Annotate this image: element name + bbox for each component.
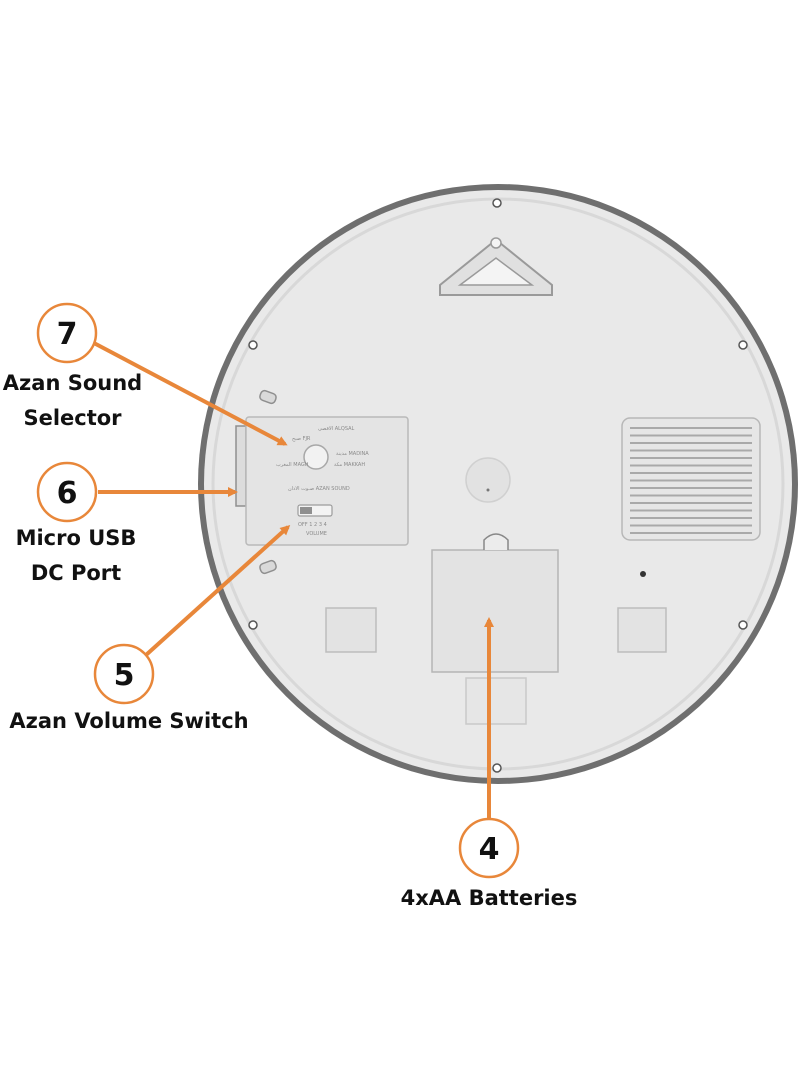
movement-mount — [465, 457, 511, 503]
volume-switch-thumb[interactable] — [300, 507, 312, 514]
callout-label-6: Micro USB DC Port — [0, 521, 152, 591]
azan-sound-label: صـوت الاذان AZAN SOUND — [288, 486, 350, 492]
volume-scale: OFF 1 2 3 4 — [298, 522, 327, 528]
callout-label-7: Azan Sound Selector — [0, 366, 145, 436]
callout-label-4: 4xAA Batteries — [389, 881, 589, 916]
battery-cover-latch[interactable] — [483, 533, 509, 550]
callout-label-6-line-1: Micro USB — [15, 526, 137, 550]
wall-hanger — [439, 237, 553, 296]
battery-compartment — [431, 533, 559, 725]
rubber-feet — [325, 607, 667, 653]
callout-label-5: Azan Volume Switch — [0, 704, 258, 739]
callout-4: 4 — [458, 817, 520, 879]
speaker-grille — [621, 417, 761, 577]
callout-number-7: 7 — [57, 317, 78, 352]
callout-7: 7 — [36, 302, 98, 364]
sound-option-makkah: مكة MAKKAH — [334, 462, 365, 468]
sound-option-madina: مدينة MADINA — [336, 451, 369, 457]
sound-option-magh: المغرب MAGH — [276, 462, 309, 468]
callout-label-6-line-2: DC Port — [30, 561, 122, 585]
clock-body: صبح FJR الاقصى ALQSAL مدينة MADINA مكة M… — [198, 184, 798, 784]
callout-arrows — [91, 340, 494, 823]
callout-label-5-line-1: Azan Volume Switch — [9, 709, 249, 733]
callout-label-4-line-1: 4xAA Batteries — [400, 886, 578, 910]
rim-screws — [248, 198, 748, 773]
sound-option-alqsal: الاقصى ALQSAL — [318, 426, 355, 432]
azan-sound-selector-knob[interactable] — [303, 444, 329, 470]
arrow-volume-switch — [144, 524, 291, 657]
volume-label: VOLUME — [306, 531, 327, 537]
callout-label-7-line-2: Selector — [23, 406, 122, 430]
sound-option-fjr: صبح FJR — [292, 436, 311, 442]
callout-5: 5 — [93, 643, 155, 705]
control-panel: صبح FJR الاقصى ALQSAL مدينة MADINA مكة M… — [245, 416, 409, 546]
callout-number-5: 5 — [114, 658, 135, 693]
mic-hole — [640, 571, 646, 577]
callout-6: 6 — [36, 461, 98, 523]
arrow-azan-sound-selector — [91, 340, 288, 446]
callout-label-7-line-1: Azan Sound — [2, 371, 143, 395]
callout-number-6: 6 — [57, 476, 78, 511]
callout-number-4: 4 — [479, 832, 500, 867]
